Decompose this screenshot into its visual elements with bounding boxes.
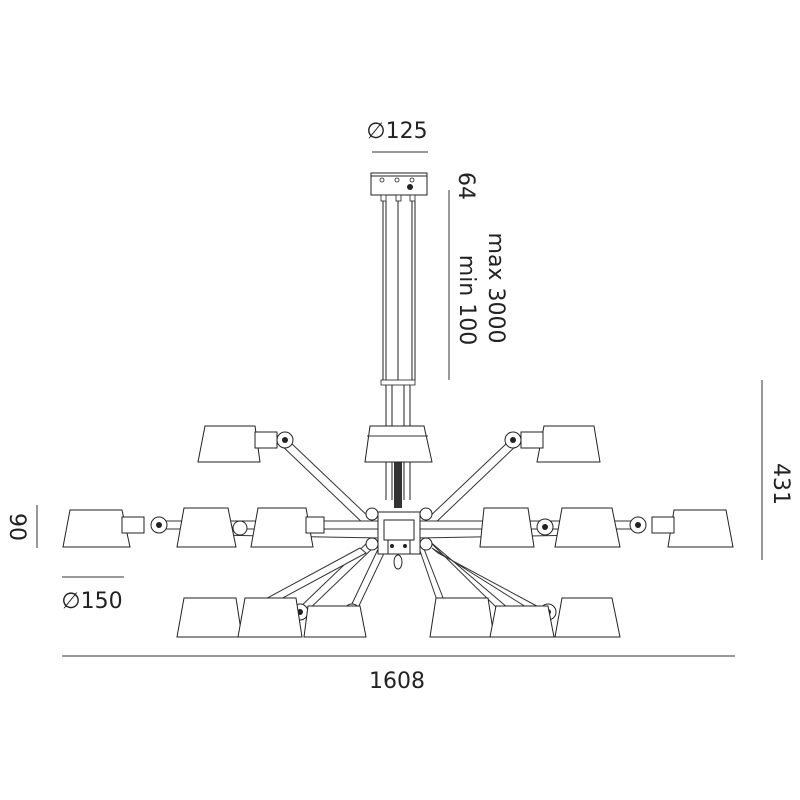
central-hub: [365, 507, 433, 570]
dimension-lines: [36, 151, 763, 657]
shade-height-label: 90: [4, 513, 29, 541]
shade-mount-middle-far-left: [121, 516, 145, 534]
shade-middle-right: [554, 507, 621, 548]
cable-max-label: max 3000: [483, 233, 508, 344]
shade-mount-middle-left-inner: [305, 516, 325, 534]
canopy-diameter-label: ∅125: [366, 119, 427, 144]
shade-bottom-far-right: [554, 597, 621, 638]
shade-middle-far-left: [62, 509, 131, 548]
shade-bottom-center-right: [429, 597, 495, 638]
cable-min-label: min 100: [454, 255, 479, 345]
shade-bottom-far-left: [176, 597, 243, 638]
shade-bottom-center-left: [303, 605, 367, 638]
shade-top-left: [197, 425, 261, 463]
shade-middle-right-inner: [479, 507, 535, 548]
shade-bottom-left: [237, 597, 303, 638]
ceiling-canopy: [370, 172, 428, 196]
shade-top-right: [536, 425, 601, 463]
lamp-shades: [62, 425, 734, 638]
shade-mount-middle-far-right: [651, 516, 675, 534]
shade-top-center: [364, 425, 433, 463]
total-height-label: 431: [768, 463, 793, 505]
shade-mount-top-left: [254, 431, 278, 449]
shade-mount-top-right: [520, 431, 544, 449]
shade-middle-left-inner: [250, 507, 314, 548]
total-width-label: 1608: [369, 669, 425, 694]
canopy-height-label: 64: [453, 172, 478, 200]
shade-middle-left: [176, 507, 237, 548]
shade-diameter-label: ∅150: [61, 589, 122, 614]
shade-middle-far-right: [667, 509, 734, 548]
shade-bottom-right: [489, 605, 555, 638]
